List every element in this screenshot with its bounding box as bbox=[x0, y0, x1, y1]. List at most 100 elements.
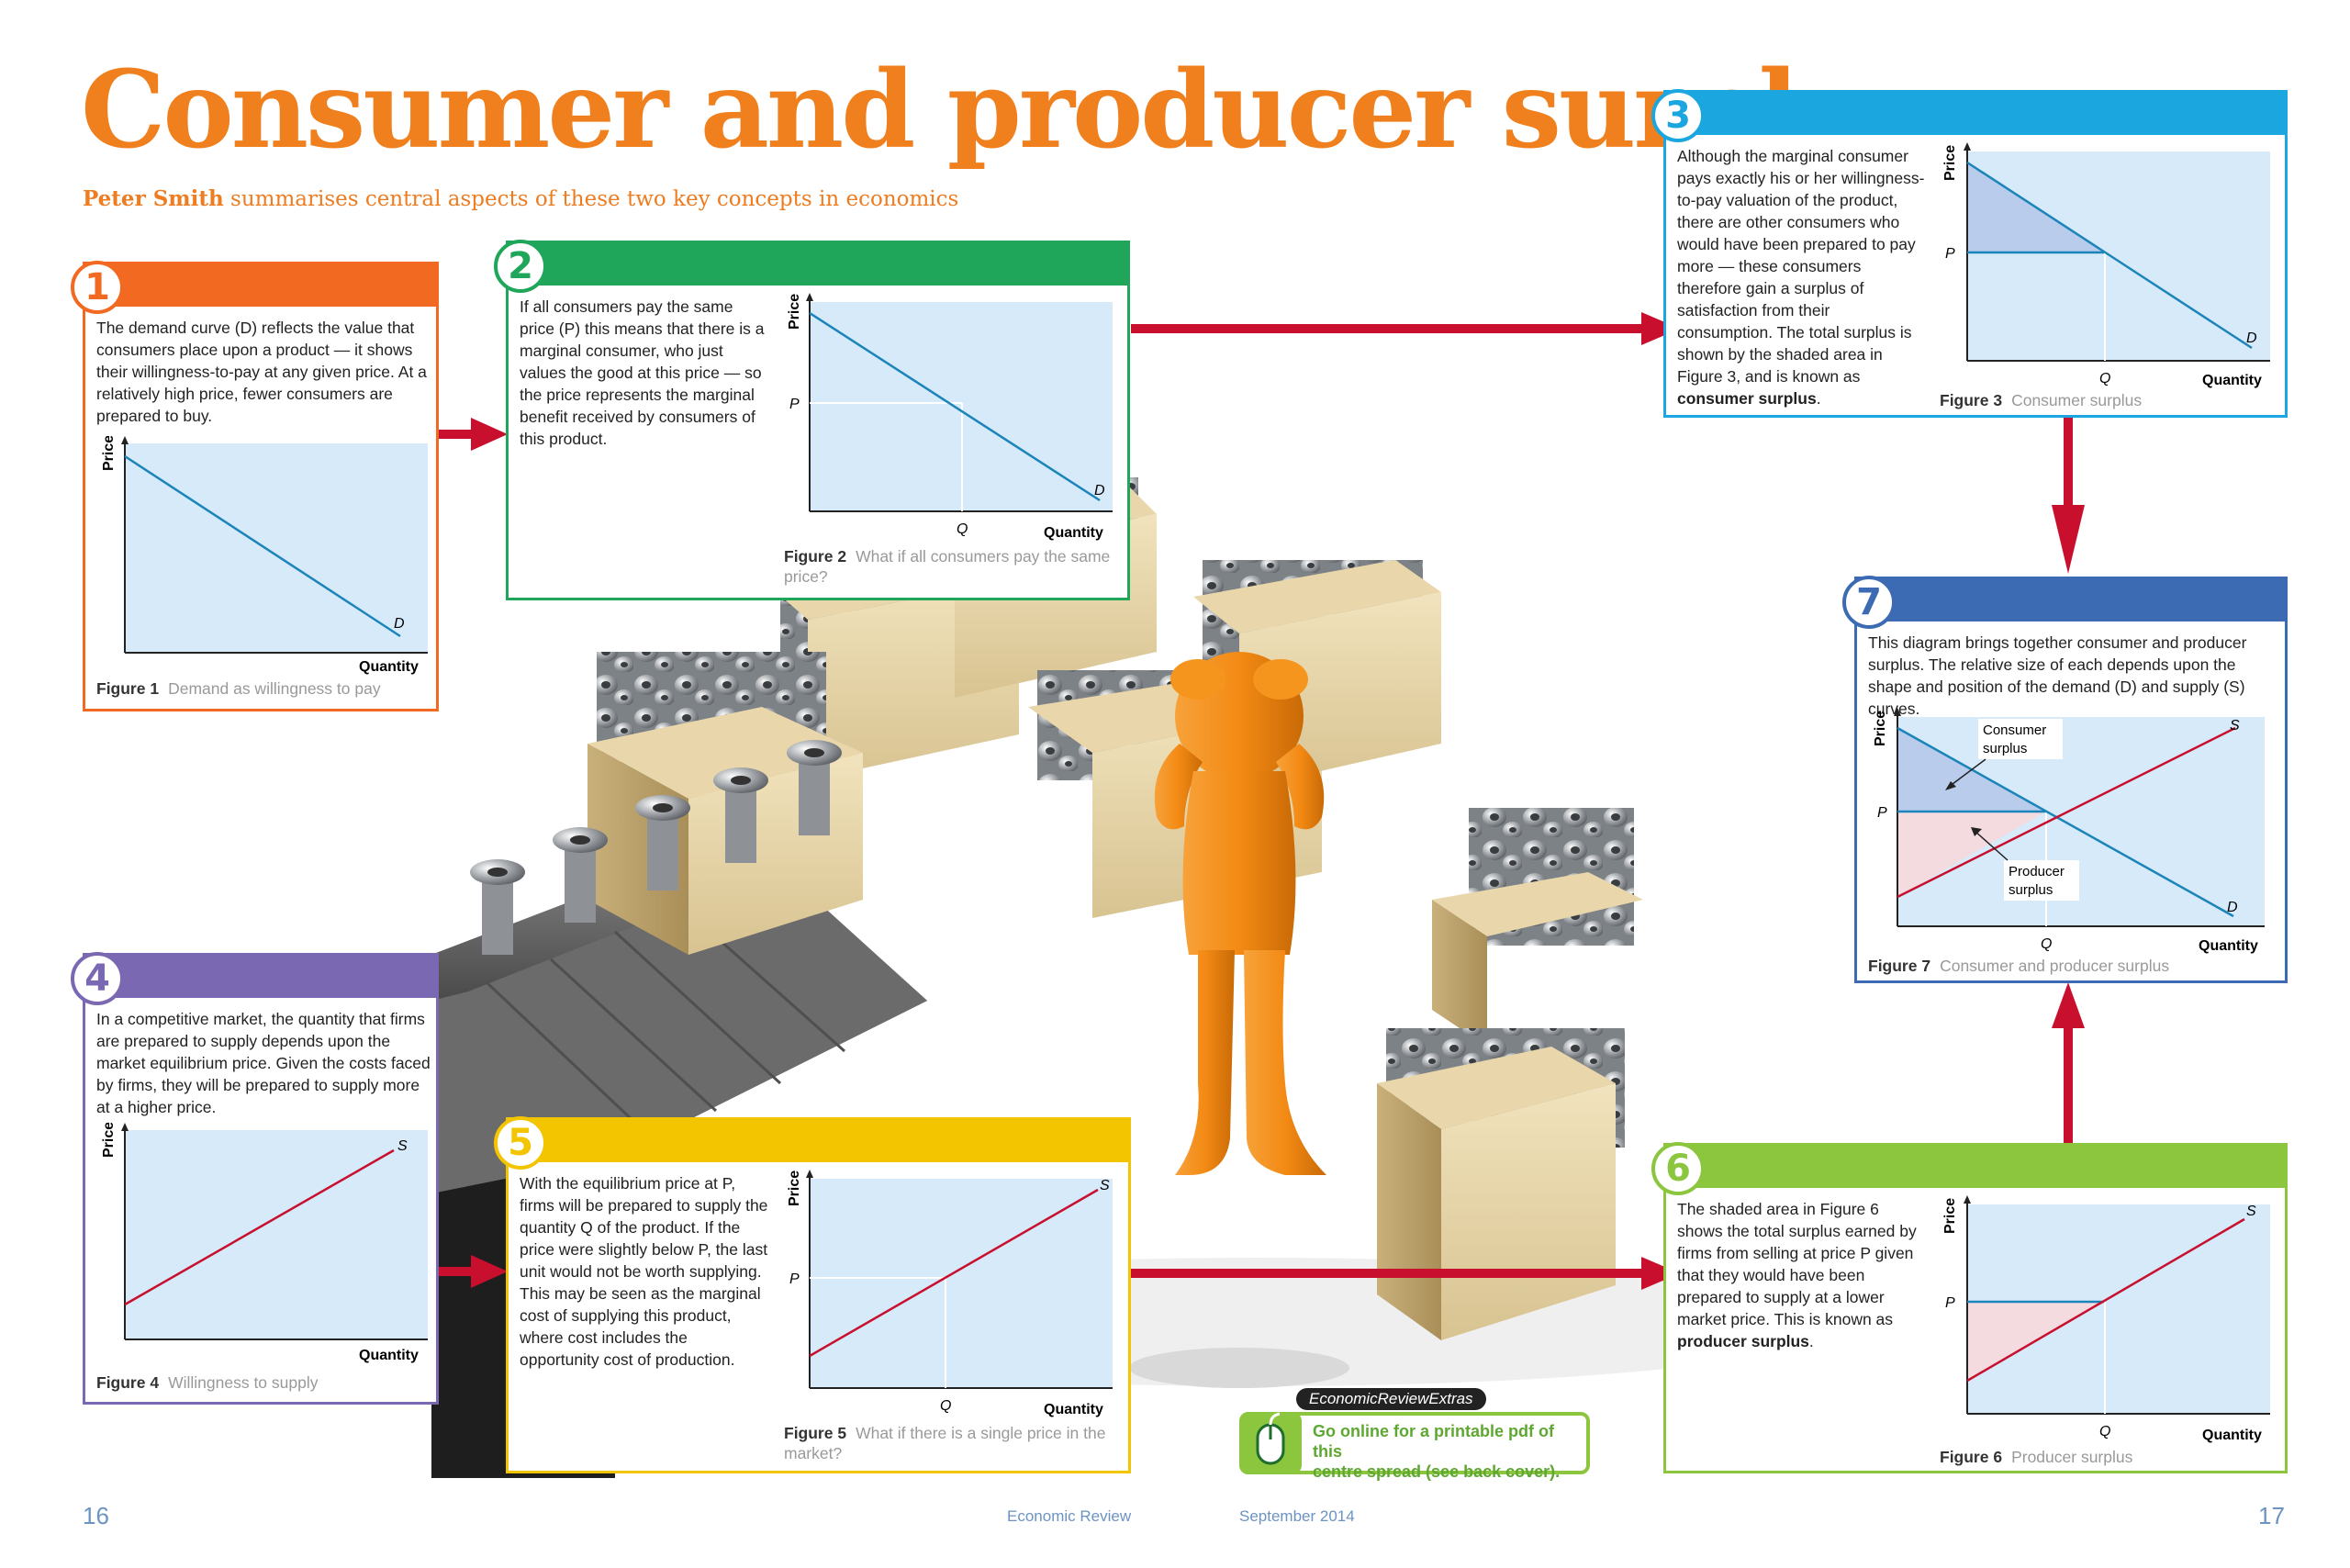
price-label: P bbox=[1877, 805, 1887, 821]
y-axis-label: Price bbox=[101, 1123, 117, 1158]
quantity-label: Q bbox=[2041, 936, 2052, 952]
figure-1-caption: Figure 1 Demand as willingness to pay bbox=[96, 678, 427, 699]
figure-4-label: Figure 4 bbox=[96, 1373, 160, 1392]
panel-6-number: 6 bbox=[1651, 1142, 1705, 1195]
demand-label: D bbox=[1094, 483, 1105, 498]
arrow-3-to-7 bbox=[2052, 505, 2085, 574]
supply-label: S bbox=[397, 1138, 408, 1154]
supply-line bbox=[1897, 726, 2236, 899]
figure-5-label: Figure 5 bbox=[784, 1424, 847, 1442]
mouse-icon bbox=[1239, 1412, 1302, 1474]
figure-1-chart: D Price Quantity bbox=[101, 436, 428, 675]
y-axis-label: Price bbox=[1873, 711, 1888, 746]
figure-6-label: Figure 6 bbox=[1940, 1448, 2003, 1466]
demand-line bbox=[1966, 161, 2253, 350]
footer-date: September 2014 bbox=[1239, 1507, 1355, 1525]
figure-2-label: Figure 2 bbox=[784, 547, 847, 566]
figure-7-caption: Figure 7 Consumer and producer surplus bbox=[1868, 956, 2281, 976]
box-right bbox=[1432, 808, 1643, 1047]
panel-7-number: 7 bbox=[1842, 576, 1896, 629]
x-axis-label: Quantity bbox=[2202, 373, 2262, 388]
panel-6-text: The shaded area in Figure 6 shows the to… bbox=[1677, 1200, 1917, 1350]
panel-4: 4 In a competitive market, the quantity … bbox=[71, 952, 439, 1405]
price-label: P bbox=[789, 397, 800, 412]
page-number-right: 17 bbox=[2258, 1502, 2285, 1529]
chart-background bbox=[125, 443, 428, 653]
panel-6: 6 The shaded area in Figure 6 shows the … bbox=[1651, 1142, 2288, 1473]
figure-2-title: What if all consumers pay the same price… bbox=[784, 547, 1111, 586]
panel-3-text: Although the marginal consumer pays exac… bbox=[1677, 147, 1925, 408]
figure-4-caption: Figure 4 Willingness to supply bbox=[96, 1372, 431, 1393]
figure-7-chart: D S P Q Price Quantity Consumer surplus … bbox=[1873, 708, 2265, 954]
panel-7: 7 This diagram brings together consumer … bbox=[1842, 576, 2288, 983]
extras-line-1: Go online for a printable pdf of this bbox=[1313, 1422, 1554, 1461]
price-label: P bbox=[1945, 1295, 1955, 1311]
panel-6-text-body: The shaded area in Figure 6 shows the to… bbox=[1677, 1200, 1917, 1328]
arrow-2-to-3 bbox=[1641, 312, 1680, 345]
panel-1-text: The demand curve (D) reflects the value … bbox=[96, 319, 427, 425]
page-title: Consumer and producer surplus bbox=[81, 48, 1930, 173]
figure-7-label: Figure 7 bbox=[1868, 957, 1931, 975]
consumer-callout-line2: surplus bbox=[1983, 741, 2027, 756]
figure-3-title: Consumer surplus bbox=[2011, 391, 2143, 409]
arrow-6-to-7 bbox=[2052, 982, 2085, 1028]
panel-5-number: 5 bbox=[494, 1116, 547, 1170]
arrow-1-to-2 bbox=[438, 430, 475, 439]
figure-3-label: Figure 3 bbox=[1940, 391, 2003, 409]
figure-4-chart: S Price Quantity bbox=[101, 1123, 428, 1363]
quantity-label: Q bbox=[940, 1398, 951, 1414]
panel-3-term: consumer surplus bbox=[1677, 389, 1817, 408]
supply-line bbox=[809, 1188, 1099, 1358]
y-axis-label: Price bbox=[1942, 145, 1958, 181]
y-axis-label: Price bbox=[101, 436, 117, 471]
figure-1-title: Demand as willingness to pay bbox=[168, 679, 381, 698]
page-number-left: 16 bbox=[83, 1502, 109, 1529]
x-axis-label: Quantity bbox=[359, 659, 419, 675]
author-name: Peter Smith bbox=[83, 186, 224, 211]
figure-1-label: Figure 1 bbox=[96, 679, 160, 698]
panel-6-term: producer surplus bbox=[1677, 1332, 1809, 1350]
figure-4-title: Willingness to supply bbox=[168, 1373, 319, 1392]
consumer-callout-line1: Consumer bbox=[1983, 722, 2046, 738]
panel-3-number: 3 bbox=[1651, 89, 1705, 142]
panel-4-text: In a competitive market, the quantity th… bbox=[96, 1010, 431, 1116]
arrow-5-to-6 bbox=[1641, 1257, 1680, 1290]
figure-3-caption: Figure 3 Consumer surplus bbox=[1940, 390, 2279, 410]
demand-label: D bbox=[394, 616, 405, 632]
panel-2-text: If all consumers pay the same price (P) … bbox=[520, 297, 765, 448]
footer-magazine: Economic Review bbox=[1007, 1507, 1132, 1525]
quantity-label: Q bbox=[2099, 1424, 2110, 1439]
figure-5-chart: S P Q Price Quantity bbox=[787, 1170, 1113, 1417]
supply-label: S bbox=[2246, 1204, 2256, 1219]
demand-line bbox=[809, 311, 1101, 502]
panel-1-number: 1 bbox=[71, 261, 124, 314]
supply-label: S bbox=[2230, 718, 2240, 734]
panel-3: 3 Although the marginal consumer pays ex… bbox=[1651, 89, 2288, 418]
x-axis-label: Quantity bbox=[1044, 525, 1103, 541]
figure-7-title: Consumer and producer surplus bbox=[1940, 957, 2170, 975]
demand-line bbox=[1897, 726, 2234, 918]
panel-1: 1 The demand curve (D) reflects the valu… bbox=[71, 261, 439, 711]
orange-figure bbox=[1129, 652, 1349, 1388]
subtitle-text: summarises central aspects of these two … bbox=[230, 187, 959, 211]
supply-line bbox=[124, 1148, 395, 1306]
panel-5-text: With the equilibrium price at P, firms w… bbox=[520, 1174, 768, 1369]
y-axis-label: Price bbox=[787, 294, 802, 330]
extras-box[interactable]: Go online for a printable pdf of this ce… bbox=[1239, 1412, 1590, 1481]
extras-line-2: centre spread (see back cover). bbox=[1313, 1462, 1561, 1481]
demand-label: D bbox=[2246, 330, 2257, 346]
producer-callout-line1: Producer bbox=[2009, 864, 2065, 879]
supply-label: S bbox=[1100, 1178, 1110, 1193]
price-label: P bbox=[1945, 246, 1955, 262]
panel-7-text: This diagram brings together consumer an… bbox=[1868, 633, 2247, 718]
x-axis-label: Quantity bbox=[1044, 1402, 1103, 1417]
producer-surplus-area bbox=[1897, 812, 2046, 897]
conveyor-nuts bbox=[470, 740, 842, 955]
figure-3-chart: D P Q Price Quantity bbox=[1942, 142, 2270, 388]
x-axis-label: Quantity bbox=[2202, 1428, 2262, 1443]
consumer-callout-box bbox=[1978, 719, 2063, 759]
supply-line bbox=[1966, 1217, 2245, 1383]
